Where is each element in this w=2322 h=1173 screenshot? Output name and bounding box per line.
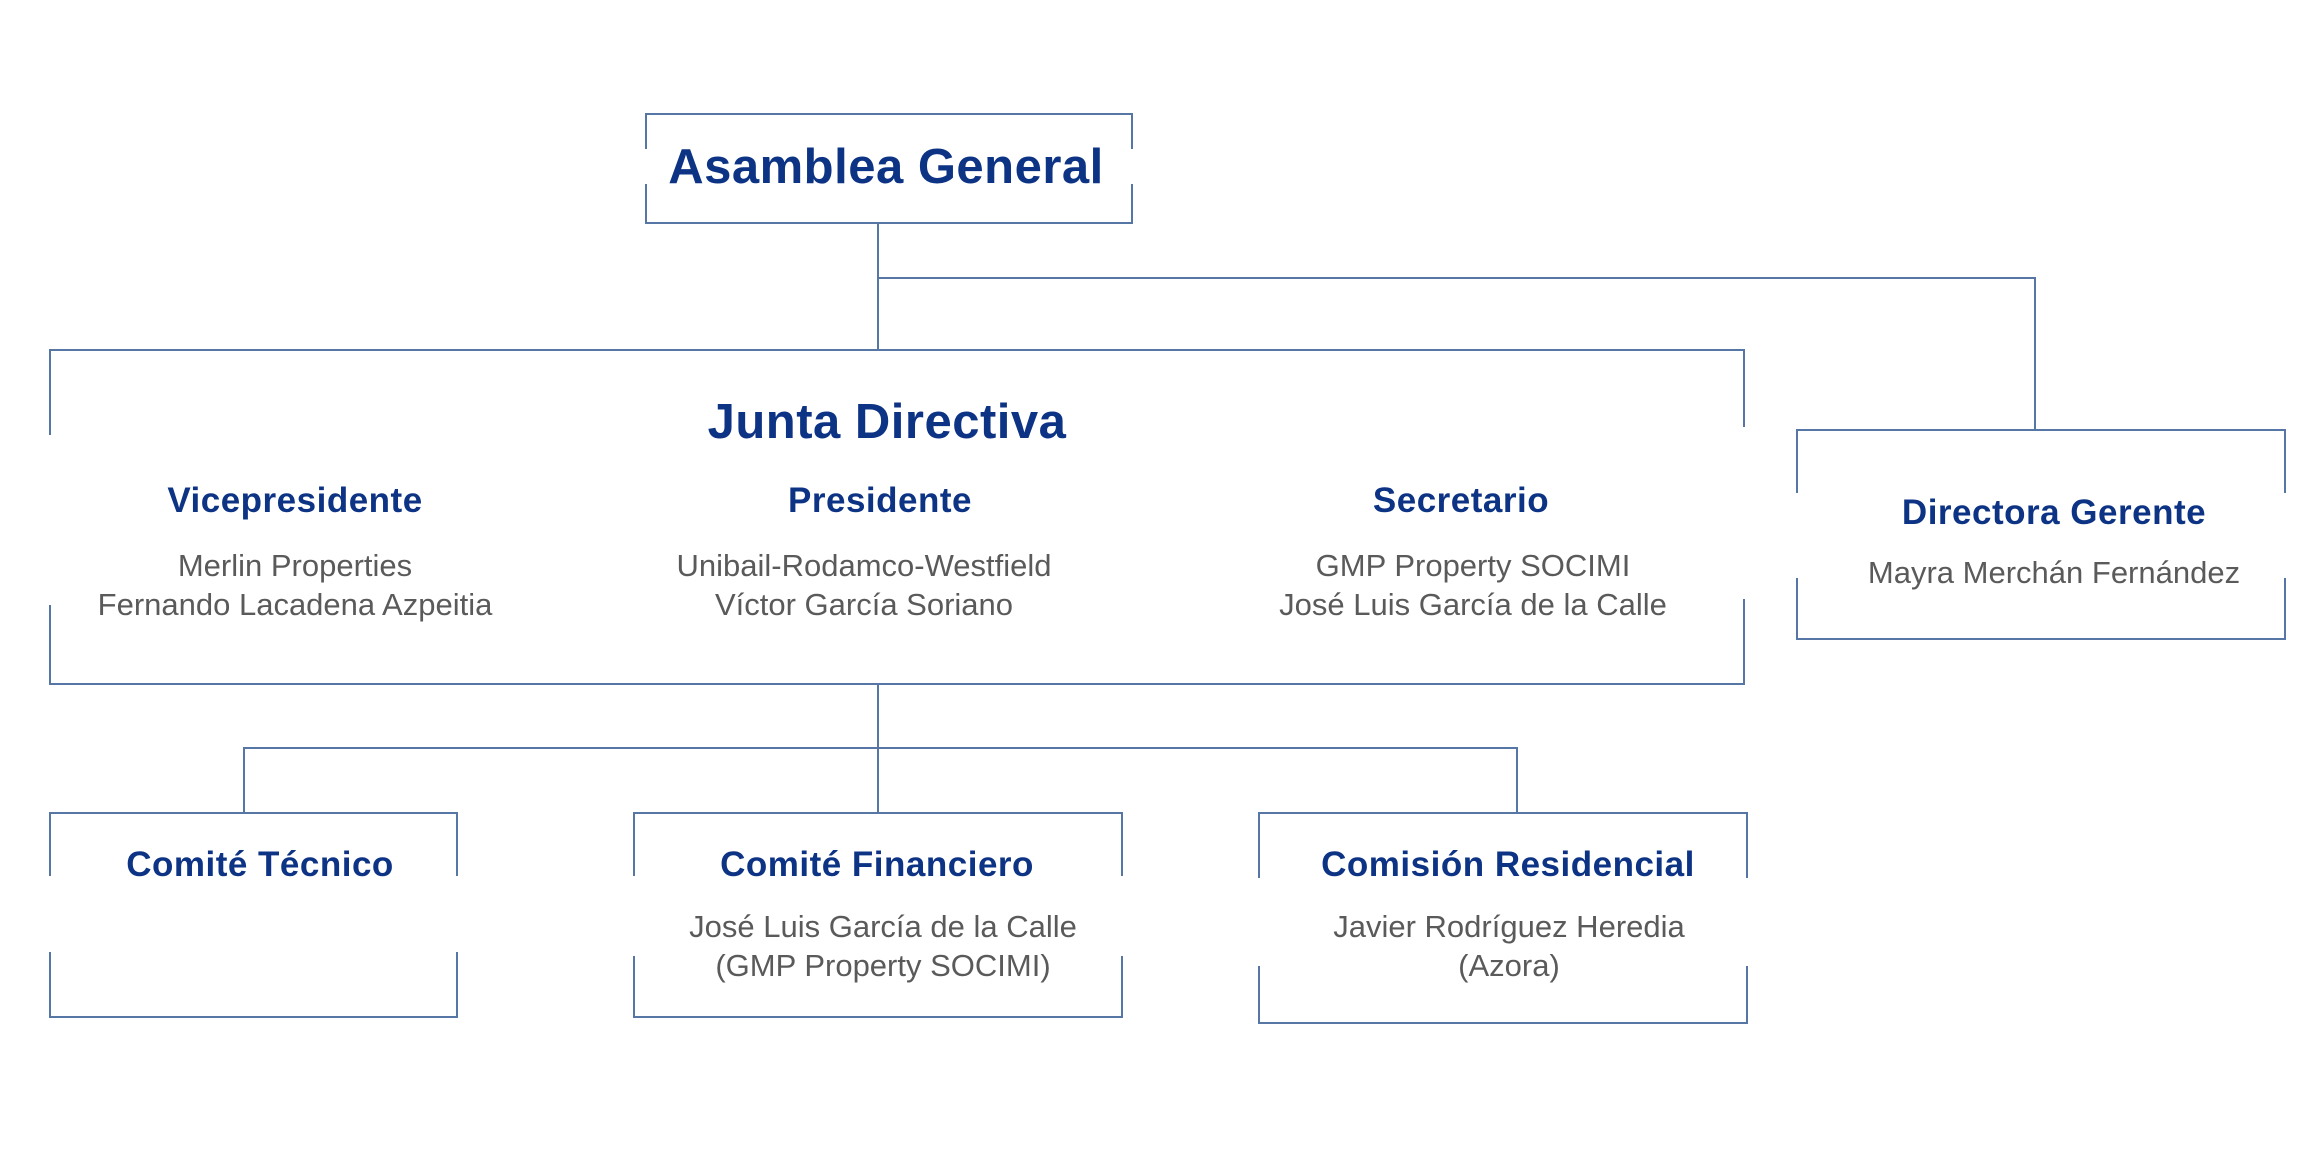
- vicepresidente-role: Vicepresidente: [167, 481, 423, 520]
- connector-to-directora-vertical: [2034, 277, 2036, 431]
- secretario-person: José Luis García de la Calle: [1279, 587, 1667, 622]
- connector-to-comision-residencial: [1516, 747, 1518, 812]
- secretario-details: GMP Property SOCIMI José Luis García de …: [1279, 546, 1667, 624]
- vicepresidente-details: Merlin Properties Fernando Lacadena Azpe…: [98, 546, 493, 624]
- comision-residencial-company: (Azora): [1458, 948, 1560, 983]
- secretario-company: GMP Property SOCIMI: [1315, 548, 1631, 583]
- connector-to-comite-tecnico: [243, 747, 245, 812]
- vicepresidente-person: Fernando Lacadena Azpeitia: [97, 587, 493, 622]
- connector-asamblea-down: [877, 224, 879, 351]
- comision-residencial-details: Javier Rodríguez Heredia (Azora): [1333, 907, 1685, 985]
- presidente-details: Unibail-Rodamco-Westfield Víctor García …: [676, 546, 1051, 624]
- comite-financiero-details: José Luis García de la Calle (GMP Proper…: [689, 907, 1077, 985]
- asamblea-general-title: Asamblea General: [668, 140, 1104, 194]
- comite-financiero-box: [633, 812, 1123, 1018]
- comision-residencial-box: [1258, 812, 1748, 1024]
- connector-to-comite-financiero: [877, 747, 879, 812]
- comision-residencial-title: Comisión Residencial: [1321, 845, 1695, 884]
- presidente-role: Presidente: [788, 481, 972, 520]
- comite-tecnico-box: [49, 812, 458, 1018]
- presidente-company: Unibail-Rodamco-Westfield: [676, 548, 1052, 583]
- secretario-role: Secretario: [1372, 481, 1550, 520]
- junta-directiva-title: Junta Directiva: [707, 395, 1067, 449]
- connector-junta-down: [877, 685, 879, 749]
- connector-to-directora-horizontal: [877, 277, 2036, 279]
- asamblea-general-box: [645, 113, 1133, 224]
- directora-gerente-box: [1796, 429, 2286, 640]
- junta-directiva-box: [49, 349, 1745, 685]
- comision-residencial-person: Javier Rodríguez Heredia: [1333, 909, 1685, 944]
- comite-financiero-person: José Luis García de la Calle: [689, 909, 1077, 944]
- comite-tecnico-title: Comité Técnico: [126, 845, 394, 884]
- comite-financiero-company: (GMP Property SOCIMI): [715, 948, 1051, 983]
- presidente-person: Víctor García Soriano: [714, 587, 1014, 622]
- directora-gerente-person: Mayra Merchán Fernández: [1867, 555, 2241, 590]
- vicepresidente-company: Merlin Properties: [177, 548, 413, 583]
- directora-gerente-title: Directora Gerente: [1901, 493, 2207, 532]
- connector-committees-horizontal: [243, 747, 1518, 749]
- comite-financiero-title: Comité Financiero: [720, 845, 1034, 884]
